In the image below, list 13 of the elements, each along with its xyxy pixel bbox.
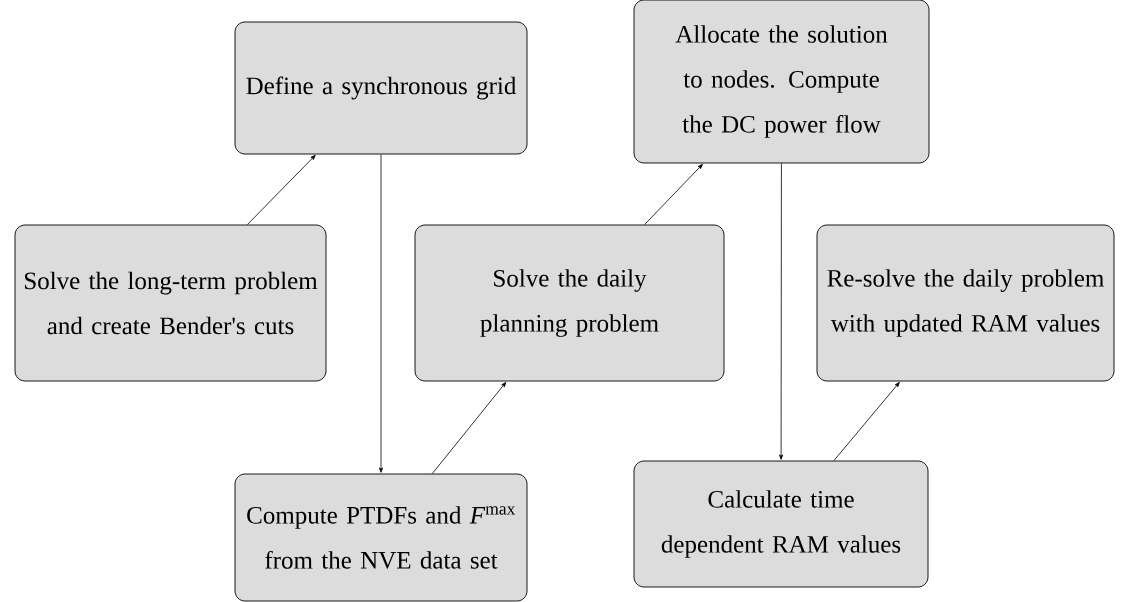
process-box: Calculate time dependent RAM values <box>633 460 929 588</box>
arrow <box>379 154 383 473</box>
arrow <box>644 163 703 225</box>
process-box: Re-solve the daily problem with updated RAM values <box>816 224 1115 382</box>
arrow <box>833 381 900 461</box>
arrow <box>779 163 784 460</box>
arrow <box>431 382 507 474</box>
arrow <box>246 154 316 225</box>
process-box: Solve the long-term problem and create Bender's cuts <box>14 224 327 382</box>
process-box: Compute PTDFs and F$^{max}$ from the NVE data set <box>234 473 528 602</box>
process-box: Define a synchronous grid <box>234 21 528 155</box>
process-box: Solve the daily planning problem <box>414 224 725 382</box>
process-box: Allocate the solution to nodes. Compute the DC power flow <box>633 0 930 164</box>
